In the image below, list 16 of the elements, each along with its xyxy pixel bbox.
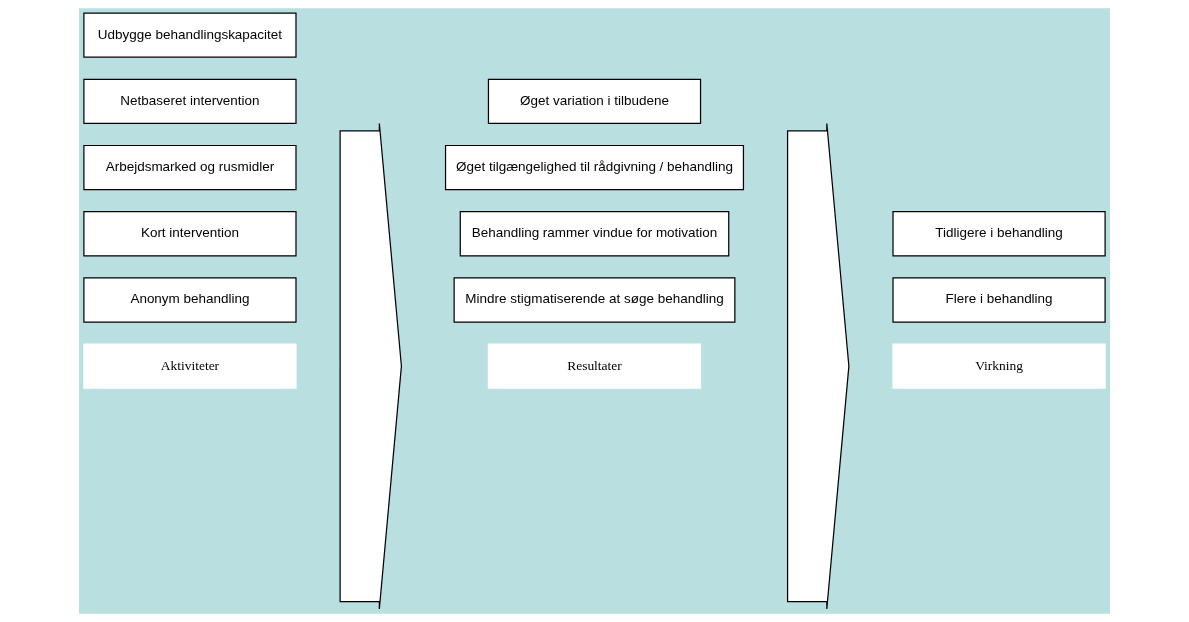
node-box: Mindre stigmatiserende at søge behandling xyxy=(453,277,736,323)
node-box: Arbejdsmarked og rusmidler xyxy=(83,144,297,191)
node-arrow xyxy=(786,122,850,610)
node-box: Anonym behandling xyxy=(83,277,297,323)
node-arrow xyxy=(339,122,403,610)
node-box: Aktiviteter xyxy=(83,343,297,389)
node-box: Øget variation i tilbudene xyxy=(487,78,702,125)
node-box: Netbaseret intervention xyxy=(83,78,297,125)
node-box: Tidligere i behandling xyxy=(892,211,1106,257)
node-box: Udbygge behandlingskapacitet xyxy=(83,12,297,58)
node-box: Øget tilgængelighed til rådgivning / behandling xyxy=(444,144,745,191)
node-box: Kort intervention xyxy=(83,211,297,257)
node-box: Flere i behandling xyxy=(892,277,1106,323)
node-box: Resultater xyxy=(487,343,702,389)
node-box: Virkning xyxy=(892,343,1106,389)
node-box: Behandling rammer vindue for motivation xyxy=(459,211,730,257)
